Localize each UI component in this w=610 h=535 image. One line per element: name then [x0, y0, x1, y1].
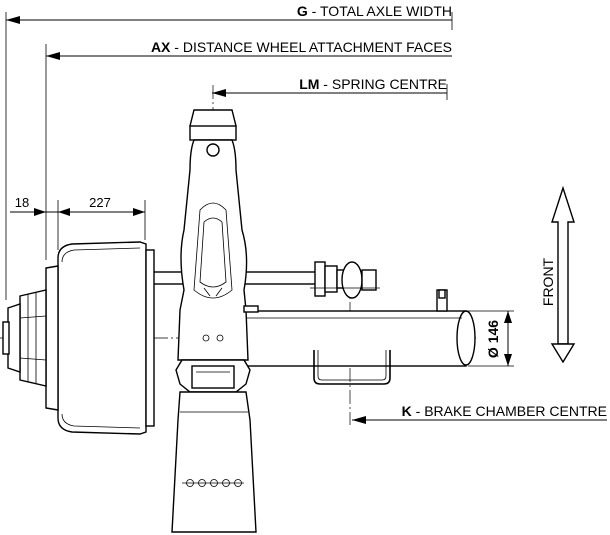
dimension-ax-wheel-attachment: AX - DISTANCE WHEEL ATTACHMENT FACES [46, 39, 452, 60]
dim-k-sep: - [412, 403, 424, 419]
dim-k-code: K [402, 403, 412, 419]
svg-text:K - BRAKE CHAMBER CENTRE: K - BRAKE CHAMBER CENTRE [402, 403, 607, 419]
dimension-18-227: 18 227 [10, 195, 145, 216]
wheel-hub [2, 265, 59, 411]
extension-lines [5, 12, 453, 300]
svg-text:AX - DISTANCE WHEEL ATTACHMENT: AX - DISTANCE WHEEL ATTACHMENT FACES [151, 39, 452, 55]
spring-hanger [177, 109, 259, 361]
dim-18-label: 18 [15, 195, 29, 210]
dimension-g-total-axle-width: G - TOTAL AXLE WIDTH [6, 3, 452, 24]
u-bolt [313, 350, 391, 385]
dim-227-label: 227 [89, 195, 111, 210]
front-label: FRONT [540, 257, 556, 306]
trailing-arm-lower [171, 359, 257, 533]
dim-g-sep: - [308, 3, 320, 19]
bolt-holes [182, 479, 244, 487]
dimension-k-brake-chamber-centre: K - BRAKE CHAMBER CENTRE [352, 403, 607, 424]
dim-ax-text: DISTANCE WHEEL ATTACHMENT FACES [183, 39, 452, 55]
dimension-lm-spring-centre: LM - SPRING CENTRE [212, 76, 447, 97]
dim-ax-code: AX [151, 39, 171, 55]
dim-g-text: TOTAL AXLE WIDTH [320, 3, 452, 19]
dim-lm-text: SPRING CENTRE [332, 76, 447, 92]
brake-drum [57, 241, 155, 435]
dim-g-code: G [297, 3, 308, 19]
tube-bracket [436, 289, 448, 312]
tube-diameter-dimension: Ø 146 [468, 310, 514, 367]
dim-lm-code: LM [299, 76, 319, 92]
svg-text:LM - SPRING CENTRE: LM - SPRING CENTRE [299, 76, 447, 92]
svg-text:G - TOTAL AXLE WIDTH: G - TOTAL AXLE WIDTH [297, 3, 452, 19]
axle-tube [239, 310, 476, 367]
dim-lm-sep: - [319, 76, 331, 92]
tube-diameter-label: Ø 146 [485, 320, 501, 358]
dim-ax-sep: - [170, 39, 182, 55]
dim-k-text: BRAKE CHAMBER CENTRE [424, 403, 607, 419]
front-direction-arrow: FRONT [540, 185, 576, 364]
